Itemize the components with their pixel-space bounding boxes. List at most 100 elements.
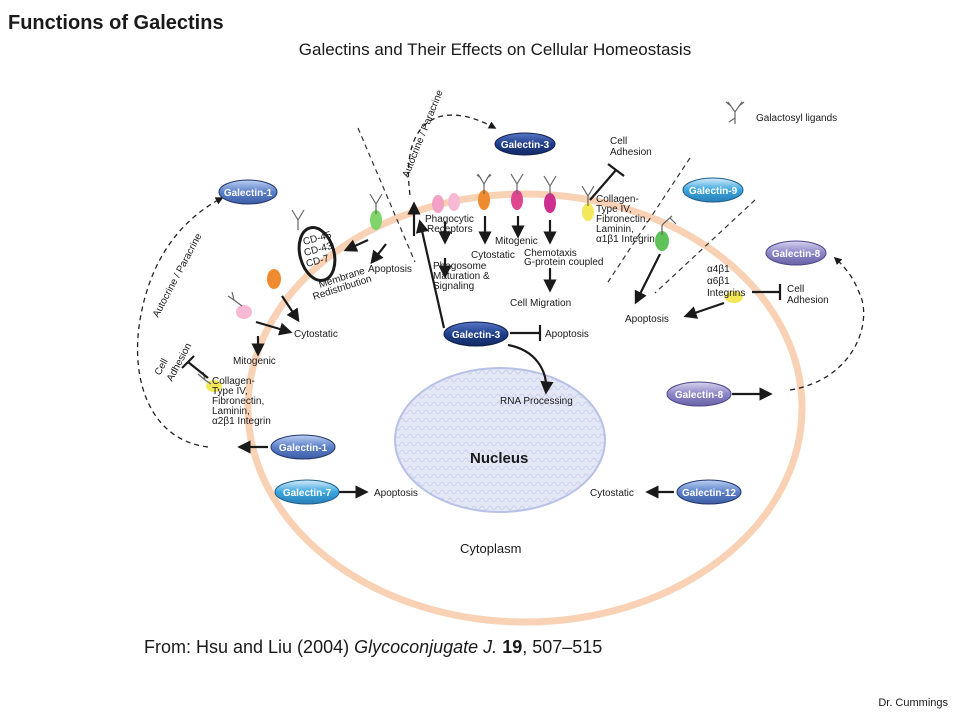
- phagosome-label: Phagosome: [433, 261, 487, 272]
- phagocytic-label: Phagocytic: [425, 214, 474, 225]
- cytostatic-label: Cytostatic: [590, 488, 634, 499]
- arrow: [507, 343, 554, 395]
- cell-adhesion-right: Adhesion: [787, 295, 829, 306]
- cytostatic-label: Cytostatic: [294, 329, 338, 340]
- arrow: [281, 295, 300, 323]
- galectin-label: Galectin-1: [224, 188, 273, 199]
- galectin-3-center[interactable]: Galectin-3: [443, 321, 509, 347]
- dashed-divider: [607, 157, 691, 283]
- autocrine-curve-right: [789, 256, 865, 391]
- cytoplasm-label: Cytoplasm: [460, 541, 521, 556]
- rna-processing-label: RNA Processing: [500, 396, 573, 407]
- arrow: [683, 301, 725, 319]
- arrow: [343, 238, 369, 252]
- collagen-label: Collagen-: [212, 376, 255, 387]
- mitogenic-label: Mitogenic: [495, 236, 538, 247]
- apoptosis-label: Apoptosis: [545, 329, 589, 340]
- cell-adhesion-right: Cell: [787, 284, 804, 295]
- inhibit-line: [181, 355, 209, 379]
- citation-journal: Glycoconjugate J.: [354, 637, 498, 657]
- receptor-pink: [236, 305, 252, 319]
- galectin-12[interactable]: Galectin-12: [676, 479, 742, 505]
- receptor-green: [655, 231, 669, 251]
- collagen-label: Laminin,: [596, 224, 634, 235]
- collagen-label: α1β1 Integrin: [596, 234, 655, 245]
- galactosyl-ligand-icon: [197, 101, 745, 385]
- phagocytic-label: Receptors: [427, 224, 473, 235]
- cytostatic-label: Cytostatic: [471, 250, 515, 261]
- collagen-label: Type IV,: [212, 386, 248, 397]
- galectin-label: Galectin-3: [452, 330, 501, 341]
- apoptosis-label: Apoptosis: [368, 264, 412, 275]
- citation-volume: 19: [502, 637, 523, 657]
- author-credit: Dr. Cummings: [878, 697, 948, 709]
- collagen-label: Laminin,: [212, 406, 250, 417]
- cell-membrane: [244, 190, 806, 626]
- diagram-subtitle: Galectins and Their Effects on Cellular …: [298, 40, 692, 59]
- arrow: [255, 320, 293, 336]
- dashed-divider: [357, 127, 416, 263]
- inhibit-line: [752, 284, 782, 300]
- collagen-label: Collagen-: [596, 194, 639, 205]
- galectin-label: Galectin-8: [675, 390, 724, 401]
- autocrine-curve-left: [136, 197, 224, 448]
- citation-pages: , 507–515: [522, 637, 603, 657]
- page-title: Functions of Galectins: [8, 12, 224, 34]
- integrin-yellow: [725, 291, 743, 303]
- apoptosis-label: Apoptosis: [374, 488, 418, 499]
- receptor-pink: [432, 195, 444, 213]
- collagen-label: Type IV,: [596, 204, 632, 215]
- collagen-label: Fibronectin,: [596, 214, 648, 225]
- cell-migration-label: Cell Migration: [510, 298, 571, 309]
- integrins-label: Integrins: [707, 288, 745, 299]
- chemotaxis-label: Chemotaxis: [524, 248, 577, 259]
- receptor-orange: [267, 269, 281, 289]
- receptor-green: [370, 210, 382, 230]
- citation: From: Hsu and Liu (2004) Glycoconjugate …: [144, 637, 602, 658]
- galectin-label: Galectin-3: [501, 140, 550, 151]
- galectin-1-top[interactable]: Galectin-1: [218, 179, 278, 205]
- nucleus-label: Nucleus: [470, 450, 528, 467]
- galectin-1-bottom[interactable]: Galectin-1: [270, 434, 336, 460]
- arrow: [370, 243, 387, 265]
- collagen-label: α2β1 Integrin: [212, 416, 271, 427]
- integrin-a6-label: α6β1: [707, 276, 730, 287]
- inhibit-line: [510, 325, 542, 341]
- galectin-9[interactable]: Galectin-9: [682, 177, 744, 203]
- galactosyl-ligands-label: Galactosyl ligands: [756, 113, 837, 124]
- autocrine-label-left: Autocrine / Paracrine: [151, 231, 205, 319]
- arrow: [415, 219, 446, 329]
- galectin-label: Galectin-7: [283, 488, 332, 499]
- galectin-8-right[interactable]: Galectin-8: [765, 240, 827, 266]
- galectin-7[interactable]: Galectin-7: [274, 479, 340, 505]
- autocrine-curve-top: [407, 114, 497, 196]
- cell-adhesion-top: Cell: [610, 136, 627, 147]
- receptor-orange: [478, 190, 490, 210]
- galectin-label: Galectin-8: [772, 249, 821, 260]
- galectin-label: Galectin-1: [279, 443, 328, 454]
- dashed-divider: [654, 199, 756, 294]
- receptor-pink: [448, 193, 460, 211]
- galectin-8-mid[interactable]: Galectin-8: [666, 381, 732, 407]
- cd-receptor-cluster: [297, 226, 337, 282]
- receptor-magenta: [544, 193, 556, 213]
- citation-prefix: From: Hsu and Liu (2004): [144, 637, 355, 657]
- collagen-label: Fibronectin,: [212, 396, 264, 407]
- galectin-3-top[interactable]: Galectin-3: [494, 132, 556, 156]
- phagosome-label: Maturation &: [433, 271, 490, 282]
- autocrine-label-top: Autocrine / Paracrine: [401, 88, 446, 179]
- inhibit-line: [589, 163, 625, 201]
- galectin-label: Galectin-12: [682, 488, 736, 499]
- integrin-a4-label: α4β1: [707, 264, 730, 275]
- gprotein-label: G-protein coupled: [524, 257, 604, 268]
- nucleus: [394, 367, 606, 513]
- cell-adhesion-top: Adhesion: [610, 147, 652, 158]
- receptor-yellow: [582, 203, 594, 221]
- phagosome-label: Signaling: [433, 281, 474, 292]
- apoptosis-label: Apoptosis: [625, 314, 669, 325]
- receptor-magenta: [511, 190, 523, 210]
- mitogenic-label: Mitogenic: [233, 356, 276, 367]
- galectin-label: Galectin-9: [689, 186, 738, 197]
- arrow: [634, 253, 661, 305]
